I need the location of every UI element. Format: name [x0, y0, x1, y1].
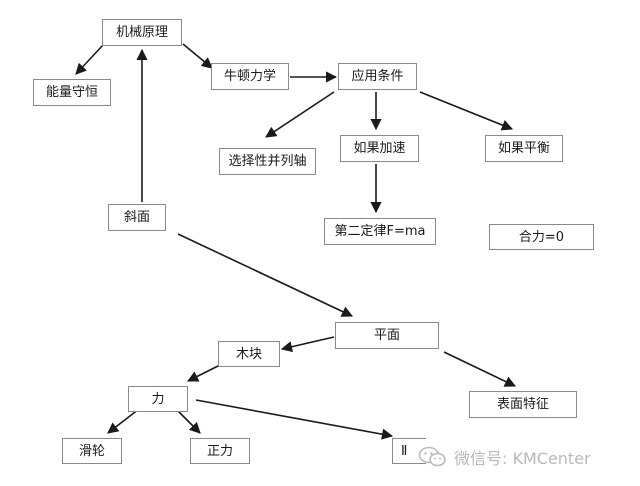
- arrow-yingyong-to-ruguopingheng: [419, 91, 514, 131]
- arrow-yuanli-to-nengliang: [75, 43, 105, 75]
- node-hualun: 滑轮: [62, 438, 122, 464]
- node-li: 力: [128, 386, 188, 412]
- arrow-pingmian-to-biaomian: [443, 351, 517, 387]
- arrow-xiemian-to-pingmian: [177, 233, 354, 317]
- node-jixie-yuanli: 机械原理: [102, 19, 182, 46]
- node-xiemian: 斜面: [108, 204, 166, 231]
- node-xuanze-xing-bing-lie-zhou: 选择性并列轴: [219, 148, 316, 175]
- watermark: 微信号: KMCenter: [418, 440, 628, 474]
- node-nengliang-shouheng: 能量守恒: [33, 79, 111, 106]
- arrow-li-to-zhengli: [177, 410, 201, 434]
- arrow-yingyong-to-xuanze: [265, 91, 335, 138]
- node-mukuai: 木块: [218, 341, 280, 367]
- node-heli-zero: 合力=0: [489, 224, 594, 250]
- node-yingyong-tiaojian: 应用条件: [338, 63, 417, 90]
- arrow-li-to-partial: [195, 399, 394, 440]
- node-dier-dinglu: 第二定律F=ma: [324, 218, 436, 245]
- node-ruguo-pingheng: 如果平衡: [485, 135, 563, 162]
- node-zhengli: 正力: [190, 438, 250, 464]
- node-pingmian: 平面: [335, 322, 439, 349]
- wechat-icon: [418, 446, 446, 467]
- node-biaomian-tezheng: 表面特征: [469, 391, 577, 418]
- arrow-yuanli-to-niudun: [182, 43, 213, 69]
- arrow-li-to-hualun: [107, 408, 140, 434]
- watermark-text: 微信号: KMCenter: [454, 449, 591, 468]
- arrow-pingmian-to-mukuai: [280, 336, 335, 353]
- node-niudun-lixue: 牛顿力学: [211, 63, 289, 90]
- node-ruguo-jiasu: 如果加速: [340, 135, 419, 162]
